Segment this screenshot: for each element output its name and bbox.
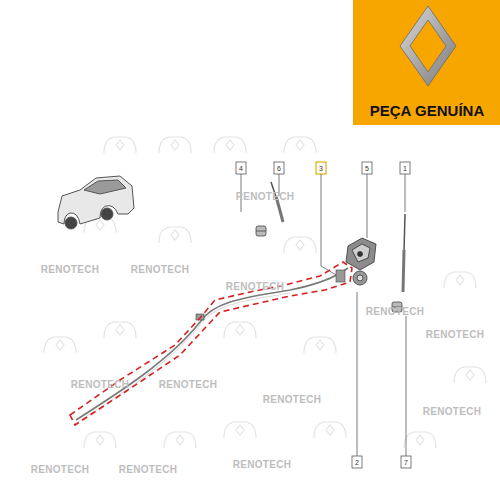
watermark-logo <box>159 137 191 153</box>
car-icon <box>58 176 134 229</box>
watermark-logo <box>304 337 336 353</box>
callout-number: 1 <box>403 165 407 172</box>
watermark-logo <box>404 432 436 448</box>
watermark-logo <box>104 137 136 153</box>
callout-number: 6 <box>277 165 281 172</box>
watermark-text: RENOTECH <box>423 407 482 417</box>
watermark-text: RENOTECH <box>426 330 485 340</box>
callout-number: 5 <box>365 165 369 172</box>
callout-number: 7 <box>404 459 408 466</box>
watermark-text: RENOTECH <box>71 380 130 390</box>
watermark-text: RENOTECH <box>366 307 425 317</box>
brand-panel <box>353 0 500 125</box>
watermark-logo <box>284 237 316 253</box>
watermark-logo <box>284 137 316 153</box>
watermark-text: RENOTECH <box>233 460 292 470</box>
bushing-4 <box>256 226 266 236</box>
watermark-logo <box>454 367 486 383</box>
watermark-logos <box>44 137 486 448</box>
gas-strut-1 <box>403 214 405 292</box>
gas-strut-6 <box>271 182 283 222</box>
renault-logo <box>400 6 456 86</box>
watermark-text: RENOTECH <box>41 265 100 275</box>
callout-number: 2 <box>355 459 359 466</box>
watermark-logo <box>444 272 476 288</box>
clip-2 <box>353 271 367 285</box>
watermark-logo <box>159 227 191 243</box>
brand-text: PEÇA GENUÍNA <box>370 103 484 118</box>
watermark-logo <box>44 337 76 353</box>
callout-number: 4 <box>239 165 243 172</box>
watermark-text: RENOTECH <box>263 395 322 405</box>
watermark-text: RENOTECH <box>131 265 190 275</box>
release-cable-3 <box>70 262 352 425</box>
watermark-logo <box>164 432 196 448</box>
watermark-text: RENOTECH <box>119 465 178 475</box>
watermark-logo <box>224 422 256 438</box>
watermark-text: RENOTECH <box>226 282 285 292</box>
watermark-text: RENOTECH <box>159 380 218 390</box>
watermark-text: RENOTECH <box>236 192 295 202</box>
watermark-logo <box>84 432 116 448</box>
watermark-logo <box>104 322 136 338</box>
watermark-logo <box>224 322 256 338</box>
latch-5 <box>346 238 376 270</box>
watermark-text: RENOTECH <box>31 465 90 475</box>
watermark-logo <box>314 422 346 438</box>
callout-number: 3 <box>319 165 323 172</box>
watermark-logo <box>214 137 246 153</box>
